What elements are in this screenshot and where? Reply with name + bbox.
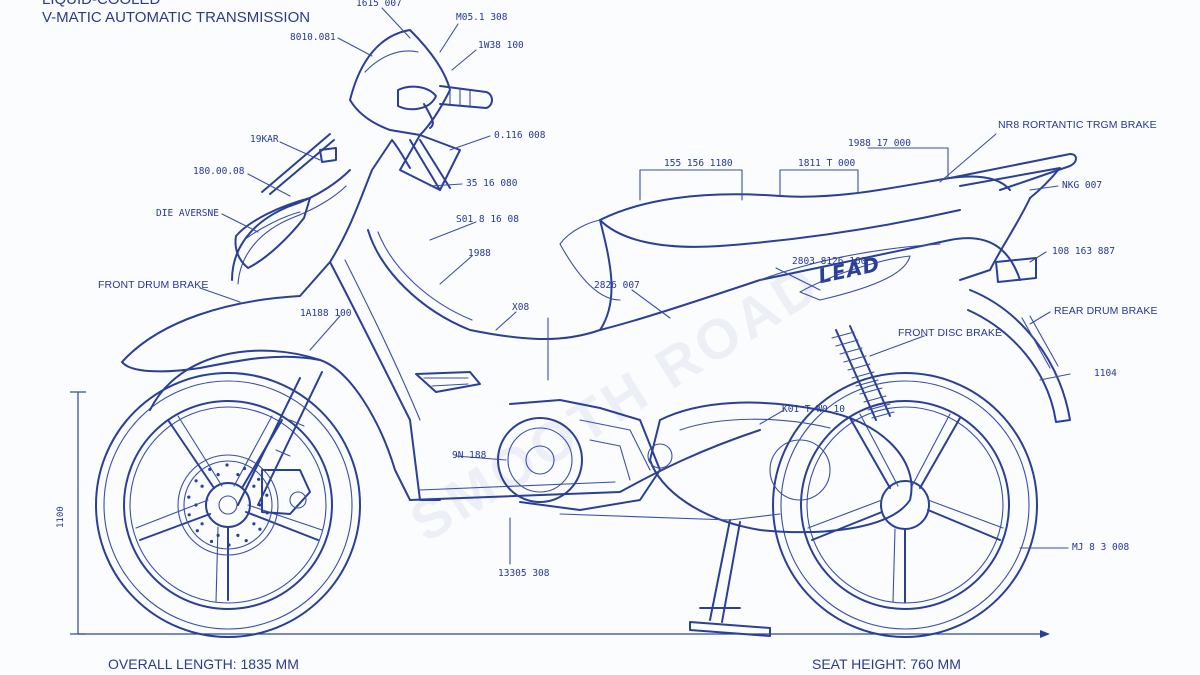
kickstand [559,513,781,637]
disc-hole [209,539,214,544]
disc-hole [242,466,247,471]
disc-hole [225,463,229,467]
disc-hole [227,543,231,547]
front-body-panel [121,139,481,501]
callout-label: 1W38 100 [478,40,524,51]
rear-drum-brake-label: REAR DRUM BRAKE [1054,305,1158,317]
height-dimension-line [70,391,86,635]
disc-hole [194,503,198,507]
disc-hole [187,513,191,517]
callout-label: 19KAR [250,134,279,145]
callout-label: DIE AVERSNE [156,208,219,219]
disc-hole [252,484,256,488]
callout-label: 108 163 887 [1052,246,1115,257]
callout-label: 2803 8126 160 [792,256,867,267]
disc-hole [257,477,261,481]
handlebar-assembly [261,29,493,195]
disc-hole [187,495,191,499]
disc-hole [216,533,220,538]
front-drum-brake-label: FRONT DRUM BRAKE [98,279,209,291]
callout-label: 8010.081 [290,32,336,43]
leader-lines [199,7,1071,565]
callout-label: 1A188 100 [300,308,352,319]
disc-hole [236,473,240,477]
front-fork [237,371,323,515]
callout-label: NKG 007 [1062,180,1103,191]
disc-hole [216,473,220,477]
rear-brake-callout: NR8 RORTANTIC TRGM BRAKE [998,119,1157,131]
seat [559,175,1011,301]
disc-hole [252,522,256,526]
engine-unit [497,325,913,534]
overall-length-label: OVERALL LENGTH: 1835 MM [108,656,299,672]
disc-hole [208,467,212,471]
disc-hole [200,484,204,488]
disc-hole [265,493,269,497]
callout-label: 35 16 080 [466,178,518,189]
callout-label: M05.1 308 [456,12,508,23]
callout-label: 155 156 1180 [664,158,733,169]
callout-label: X08 [512,302,530,313]
spec-header-line2: V-MATIC AUTOMATIC TRANSMISSION [42,9,311,26]
callout-label: 1988 17 000 [848,138,911,149]
disc-hole [194,479,198,483]
disc-hole [244,539,248,543]
callout-label: S01 8 16 08 [456,214,519,225]
callout-label: MJ 8 3 008 [1072,542,1130,553]
front-wheel [95,372,361,638]
callout-label: 1988 [468,248,491,259]
disc-hole [200,522,204,526]
callout-label: 0.116 008 [494,130,546,141]
disc-hole [236,533,240,538]
front-fender [149,349,321,411]
shock-coils [831,331,895,419]
front-disc-brake-label: FRONT DISC BRAKE [898,327,1003,339]
disc-hole [195,529,199,533]
seat-height-label: SEAT HEIGHT: 760 MM [812,656,961,672]
callout-label: 1811 T 000 [798,158,856,169]
rear-wheel [772,372,1038,638]
callout-label: 1104 [1094,368,1117,379]
callout-label: K01 T W0 10 [782,404,845,415]
callout-label: 13305 308 [498,568,550,579]
callout-label: 2826 007 [594,280,640,291]
callout-label: 180.00.08 [193,166,245,177]
callout-label: 1615 007 [356,0,402,9]
disc-hole [258,527,262,531]
spec-header-line1: LIQUID-COOLED [42,0,160,8]
callout-label: 9N 188 [452,450,487,461]
ground-dimension-line [78,630,1050,638]
rear-body [759,153,1077,423]
height-dimension-value: 1100 [56,506,66,528]
